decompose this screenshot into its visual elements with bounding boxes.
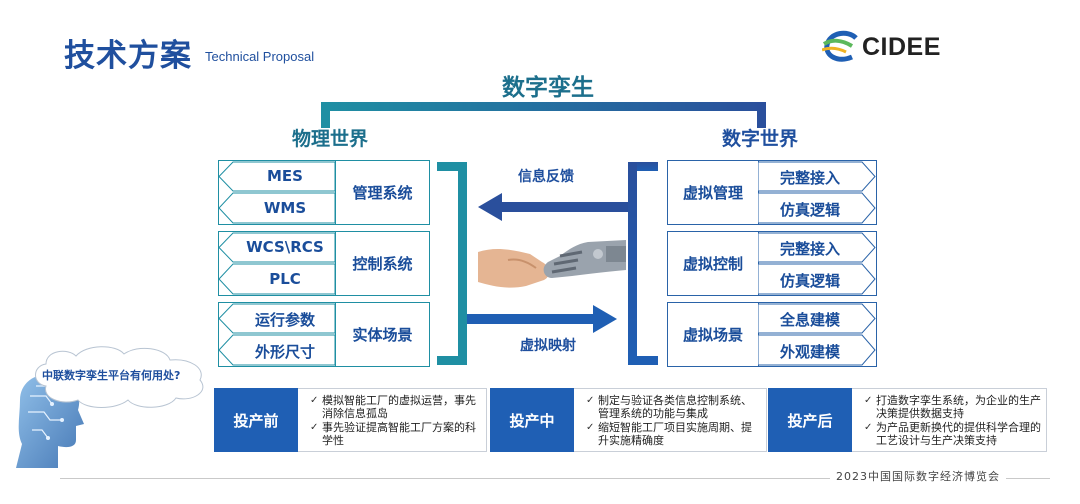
phase-post-production: 投产后 ✓打造数字孪生系统，为企业的生产决策提供数据支持 ✓为产品更新换代的提供… [768, 388, 1048, 452]
chevron-shapes [219, 303, 336, 366]
chevron-shapes [758, 232, 876, 295]
right-group-label-scene: 虚拟场景 [682, 326, 743, 344]
right-item-sim-logic: 仿真逻辑 [779, 201, 840, 219]
handshake-image [478, 240, 626, 288]
logo-text: CIDEE [862, 33, 941, 61]
check-icon: ✓ [586, 422, 595, 433]
chevron-shapes [219, 161, 336, 224]
check-icon: ✓ [864, 422, 873, 433]
phase-in-production: 投产中 ✓制定与验证各类信息控制系统、管理系统的功能与集成 ✓缩短智能工厂项目实… [490, 388, 768, 452]
phase-pre-item-2: ✓事先验证提高智能工厂方案的科学性 [310, 421, 476, 447]
right-group-label-management: 虚拟管理 [682, 184, 743, 202]
left-item-plc: PLC [269, 270, 301, 288]
phase-in-item-2: ✓缩短智能工厂项目实施周期、提升实施精确度 [586, 421, 752, 447]
right-item-appearance: 外观建模 [779, 343, 840, 361]
phase-pre-button[interactable]: 投产前 [214, 388, 298, 452]
left-item-wms: WMS [263, 199, 307, 217]
footer-text: 2023中国国际数字经济博览会 [830, 468, 1006, 484]
phase-in-item-1: ✓制定与验证各类信息控制系统、管理系统的功能与集成 [586, 394, 752, 420]
check-icon: ✓ [864, 395, 873, 406]
right-item-holographic: 全息建模 [779, 311, 840, 329]
cidee-logo-icon [822, 30, 858, 62]
page-subtitle: Technical Proposal [205, 49, 315, 64]
check-icon: ✓ [586, 395, 595, 406]
right-group-label-control: 虚拟控制 [682, 255, 743, 273]
left-group-scene: 运行参数 外形尺寸 实体场景 [218, 302, 430, 367]
phase-post-item-1: ✓打造数字孪生系统，为企业的生产决策提供数据支持 [864, 394, 1041, 420]
page-title: 技术方案 [64, 38, 192, 74]
digital-twin-label: 数字孪生 [502, 75, 594, 101]
phase-post-item-2: ✓为产品更新换代的提供科学合理的工艺设计与生产决策支持 [864, 421, 1041, 447]
left-item-run-params: 运行参数 [254, 311, 315, 329]
digital-world-label: 数字世界 [721, 128, 798, 150]
chevron-shapes [219, 232, 336, 295]
left-item-wcs-rcs: WCS\RCS [246, 238, 324, 256]
right-item-full-access: 完整接入 [779, 240, 840, 258]
left-group-management: MES WMS 管理系统 [218, 160, 430, 225]
chevron-shapes [758, 303, 876, 366]
phase-post-button[interactable]: 投产后 [768, 388, 852, 452]
left-item-mes: MES [267, 167, 303, 185]
left-group-label-management: 管理系统 [352, 184, 413, 202]
check-icon: ✓ [310, 422, 319, 433]
phase-in-button[interactable]: 投产中 [490, 388, 574, 452]
right-group-virtual-control: 虚拟控制 完整接入 仿真逻辑 [667, 231, 877, 296]
left-item-dimensions: 外形尺寸 [254, 343, 315, 361]
bubble-question: 中联数字孪生平台有何用处? [42, 369, 181, 382]
footer-divider [60, 478, 1050, 479]
left-group-label-control: 控制系统 [352, 255, 413, 273]
feedback-label: 信息反馈 [518, 169, 574, 185]
right-item-sim-logic: 仿真逻辑 [779, 272, 840, 290]
left-group-label-scene: 实体场景 [352, 326, 413, 344]
check-icon: ✓ [310, 395, 319, 406]
right-item-full-access: 完整接入 [779, 169, 840, 187]
chevron-shapes [758, 161, 876, 224]
right-group-virtual-management: 虚拟管理 完整接入 仿真逻辑 [667, 160, 877, 225]
physical-world-label: 物理世界 [291, 128, 368, 150]
phase-pre-production: 投产前 ✓模拟智能工厂的虚拟运营，事先消除信息孤岛 ✓事先验证提高智能工厂方案的… [214, 388, 487, 452]
left-group-control: WCS\RCS PLC 控制系统 [218, 231, 430, 296]
right-group-virtual-scene: 虚拟场景 全息建模 外观建模 [667, 302, 877, 367]
ai-head-icon [16, 346, 204, 468]
mapping-label: 虚拟映射 [520, 338, 576, 354]
phase-pre-item-1: ✓模拟智能工厂的虚拟运营，事先消除信息孤岛 [310, 394, 476, 420]
